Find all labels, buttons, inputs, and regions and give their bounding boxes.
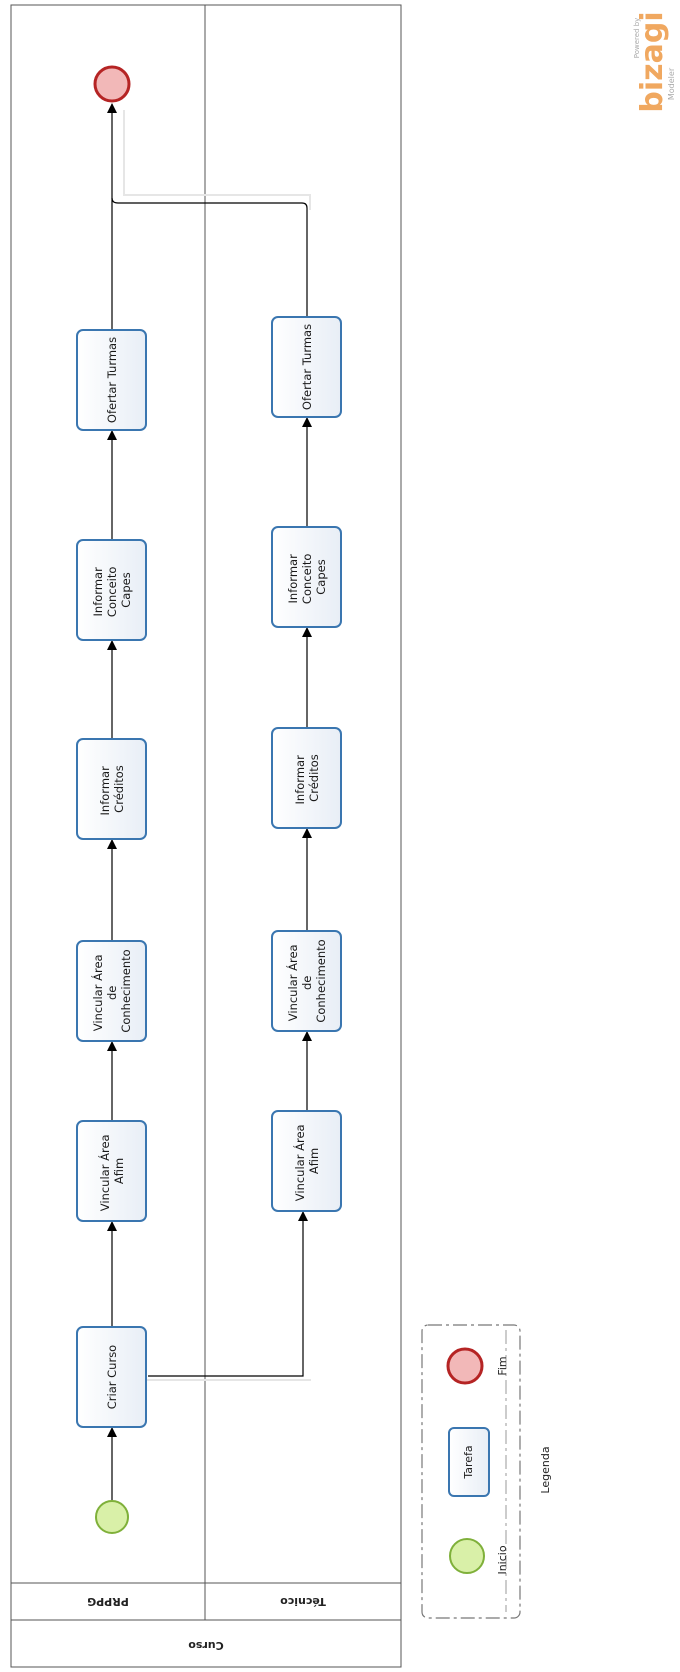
task-tec-vincular-area-afim[interactable]: Vincular Área Afim: [271, 1110, 342, 1212]
task-label-line: Capes: [119, 572, 133, 607]
svg-text:Informar Créditos: Informar Créditos: [293, 752, 321, 805]
legend-task-icon: [448, 1427, 490, 1497]
task-informar-conceito-capes[interactable]: Informar Conceito Capes: [76, 539, 147, 641]
svg-text:Vincular Área de: Vincular Área de Conhecimento: [285, 939, 328, 1022]
pool-border: [10, 4, 402, 1668]
task-box: [271, 526, 342, 628]
task-vincular-area-conhecimento[interactable]: Vincular Área de Conhecimento: [76, 940, 147, 1042]
task-box: [271, 1110, 342, 1212]
legend-title: Legenda: [539, 1446, 552, 1493]
task-vincular-area-afim[interactable]: Vincular Área Afim: [76, 1120, 147, 1222]
tecnico-tasks: Vincular Área Afim Vincular Área de Conh…: [271, 316, 342, 1212]
task-label-line: Informar: [293, 755, 307, 805]
svg-text:Vincular Área de: Vincular Área de Conhecimento: [90, 949, 133, 1032]
task-label-line: Créditos: [112, 765, 126, 813]
task-tec-vincular-area-conhecimento[interactable]: Vincular Área de Conhecimento: [271, 930, 342, 1032]
svg-text:Vincular Área Afim: Vincular Área Afim: [97, 1131, 126, 1211]
task-box: [76, 1120, 147, 1222]
task-label: Criar Curso: [105, 1345, 119, 1409]
task-label-line: Conhecimento: [119, 949, 133, 1032]
task-box: [271, 930, 342, 1032]
task-informar-creditos[interactable]: Informar Créditos: [76, 738, 147, 840]
task-label-line: Afim: [112, 1158, 126, 1184]
legend: Inicio Tarefa Fim Legenda: [421, 1324, 552, 1619]
start-event: [95, 1500, 129, 1534]
svg-text:Informar Conceito: Informar Conceito Capes: [286, 550, 328, 604]
task-label-line: Vincular Área: [285, 944, 300, 1021]
sequence-flows: [107, 103, 312, 1500]
task-box: [76, 539, 147, 641]
flow-criar-to-tecnico: [148, 1211, 308, 1377]
end-event: [93, 65, 131, 103]
task-label-line: Conhecimento: [314, 939, 328, 1022]
svg-text:Informar Créditos: Informar Créditos: [98, 763, 126, 816]
watermark-brand: bizagi: [635, 11, 670, 112]
bizagi-watermark: Powered by bizagi Modeler: [633, 11, 676, 112]
svg-text:Informar Conceito: Informar Conceito Capes: [91, 563, 133, 617]
task-box: [271, 727, 342, 829]
task-tec-ofertar-turmas[interactable]: Ofertar Turmas: [271, 316, 342, 418]
task-label-line: Vincular Área: [97, 1134, 112, 1211]
lane-label-tecnico: Técnico: [280, 1595, 326, 1608]
legend-start-label: Inicio: [496, 1545, 509, 1574]
task-box: [271, 316, 342, 418]
svg-text:Criar Curso: Criar Curso: [105, 1345, 119, 1409]
svg-text:Ofertar Turmas: Ofertar Turmas: [105, 337, 119, 423]
task-label-line: Informar: [286, 554, 300, 604]
svg-text:Vincular Área Afim: Vincular Área Afim: [292, 1121, 321, 1201]
task-label-line: de: [300, 976, 314, 990]
watermark-product: Modeler: [667, 67, 676, 100]
pool: PRPPG Técnico Curso: [10, 4, 402, 1668]
watermark-powered: Powered by: [633, 18, 641, 59]
pool-label: Curso: [188, 1639, 224, 1652]
task-box: [76, 940, 147, 1042]
task-label: Ofertar Turmas: [105, 337, 119, 423]
task-ofertar-turmas[interactable]: Ofertar Turmas: [76, 329, 147, 431]
task-label-line: Informar: [91, 567, 105, 617]
task-criar-curso[interactable]: Criar Curso: [76, 1326, 147, 1428]
task-label-line: Vincular Área: [292, 1124, 307, 1201]
legend-task-label: Tarefa: [462, 1445, 475, 1479]
task-tec-informar-creditos[interactable]: Informar Créditos: [271, 727, 342, 829]
legend-border: [421, 1324, 521, 1619]
task-label-line: Capes: [314, 559, 328, 594]
legend-start-icon: [449, 1538, 485, 1574]
legend-end-icon: [446, 1347, 484, 1385]
task-label-line: de: [105, 986, 119, 1000]
prppg-tasks: Criar Curso Vincular Área Afim Vincular …: [76, 329, 147, 1428]
task-box: [76, 1326, 147, 1428]
task-label-line: Afim: [307, 1148, 321, 1174]
task-label-line: Informar: [98, 766, 112, 816]
flow-merge-shadow: [123, 110, 311, 1381]
task-label-line: Créditos: [307, 754, 321, 802]
task-label-line: Conceito: [300, 554, 314, 605]
task-label-line: Conceito: [105, 567, 119, 618]
flow-tec-ofertar-to-end: [111, 197, 308, 316]
lane-label-prppg: PRPPG: [87, 1595, 129, 1608]
events: [93, 65, 131, 1534]
task-tec-informar-conceito-capes[interactable]: Informar Conceito Capes: [271, 526, 342, 628]
task-box: [76, 329, 147, 431]
legend-end-label: Fim: [496, 1356, 509, 1375]
task-box: [76, 738, 147, 840]
task-label-line: Vincular Área: [90, 954, 105, 1031]
svg-text:Ofertar Turmas: Ofertar Turmas: [300, 324, 314, 410]
task-label: Ofertar Turmas: [300, 324, 314, 410]
